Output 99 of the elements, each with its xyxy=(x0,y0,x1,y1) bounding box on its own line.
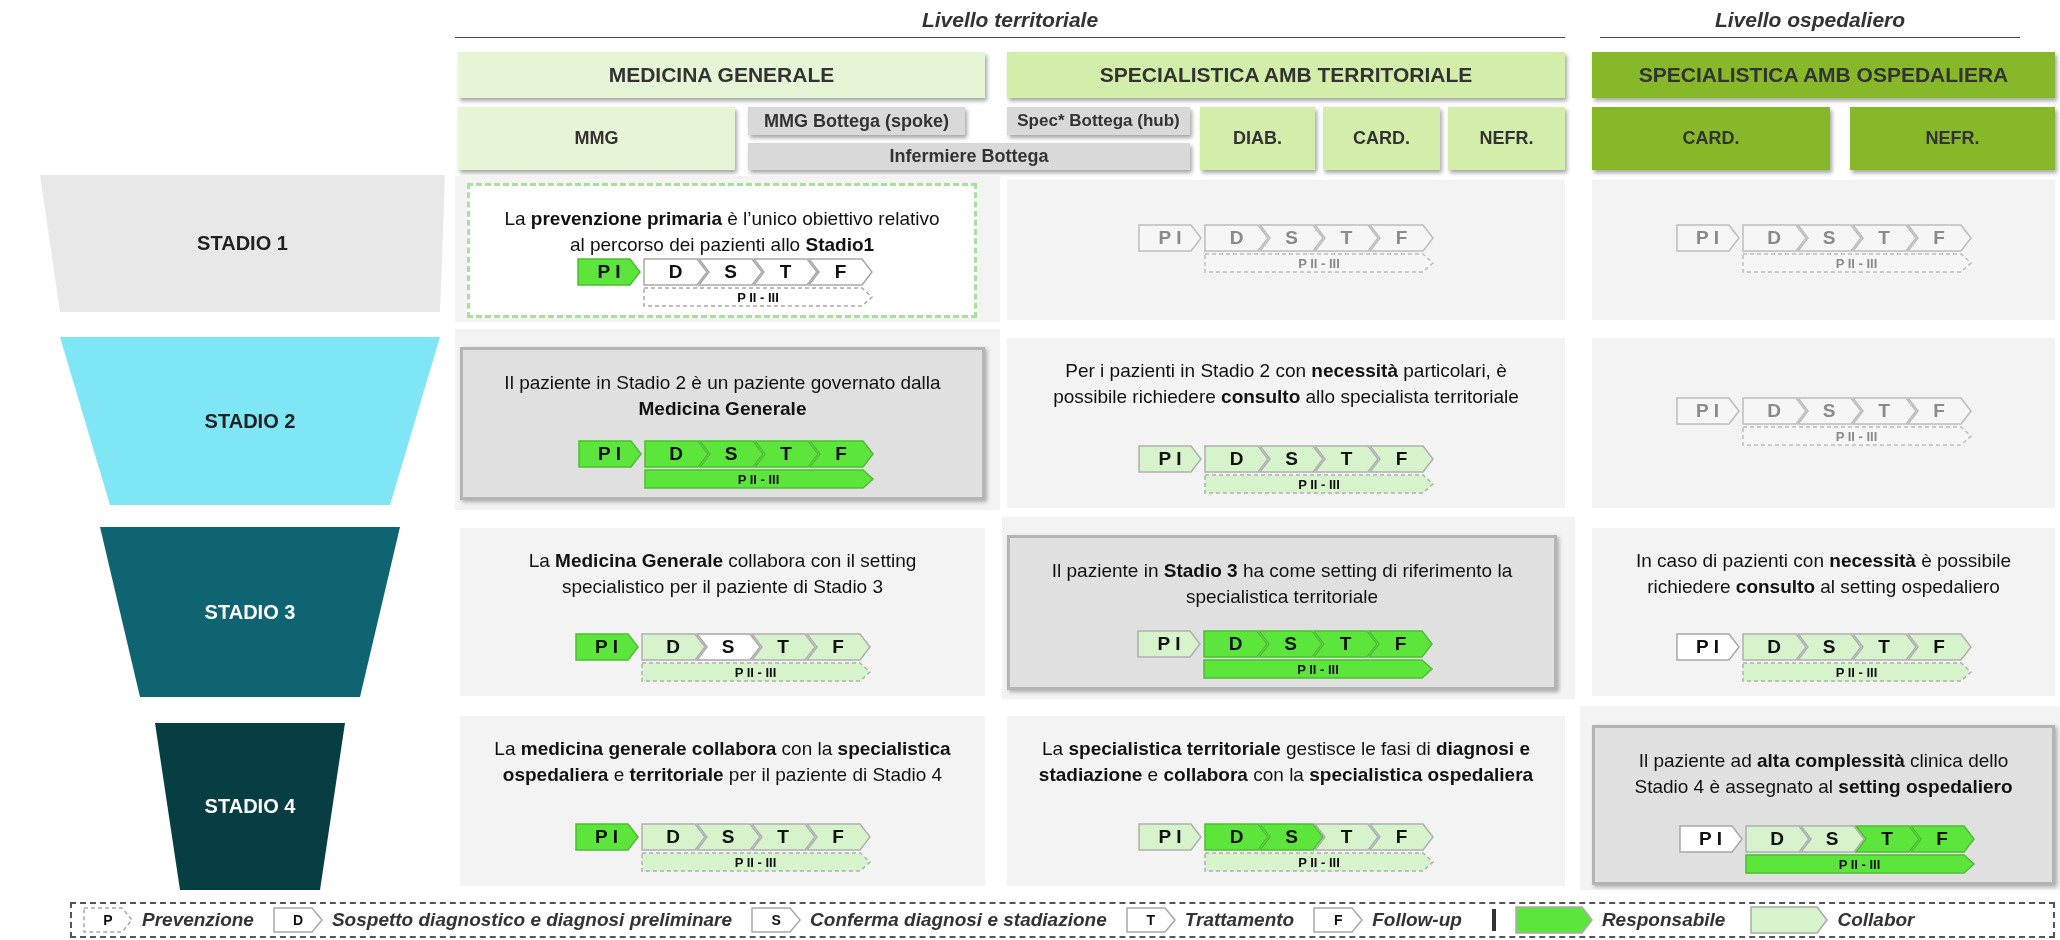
chevron-step: F xyxy=(809,259,872,285)
column-header: SPECIALISTICA AMB OSPEDALIERA xyxy=(1592,52,2055,98)
chevron-step: T xyxy=(1126,908,1175,932)
column-header: NEFR. xyxy=(1448,107,1565,170)
chevron-step: P I xyxy=(1139,446,1201,472)
cell-text: La prevenzione primaria è l’unico obiettivo relativo al percorso dei pazienti allo Stadio1 xyxy=(503,207,941,257)
chevron-step: P I xyxy=(578,259,640,285)
chevron-step: P I xyxy=(1676,634,1739,660)
legend-text: Collabor xyxy=(1837,909,1915,931)
chevron-step: D xyxy=(1205,446,1268,472)
chevron-step: F xyxy=(1314,908,1363,932)
stage-trapezoid: STADIO 2 xyxy=(60,337,440,505)
section-heading: Livello ospedaliero xyxy=(1714,8,1906,32)
cell-text: Per i pazienti in Stadio 2 con necessità particolari, è possibile richiedere consulto allo specialista territoriale xyxy=(1052,359,1520,409)
chevron-step: P I xyxy=(1679,826,1742,852)
chevron-step: P II - III xyxy=(641,663,870,681)
chevron-step: P II - III xyxy=(1745,855,1974,873)
column-header: CARD. xyxy=(1592,107,1830,170)
cell-text: Il paziente in Stadio 2 è un paziente governato dalla Medicina Generale xyxy=(503,371,942,421)
cell-panel xyxy=(1592,338,2055,508)
chevron-step: P I xyxy=(1139,824,1201,850)
cell-panel xyxy=(1592,528,2055,696)
cell-text: La medicina generale collabora con la specialistica ospedaliera e territoriale per il paziente di Stadio 4 xyxy=(493,737,952,787)
column-header: CARD. xyxy=(1323,107,1440,170)
column-header: DIAB. xyxy=(1200,107,1315,170)
cell-panel xyxy=(1007,338,1565,508)
cell-panel xyxy=(460,528,985,696)
chevron-step: P I xyxy=(578,441,641,467)
chevron-step: P II - III xyxy=(1205,254,1433,272)
cell-panel xyxy=(467,183,977,318)
chevron-step: F xyxy=(1370,225,1433,251)
chevron-step: P I xyxy=(1139,225,1201,251)
chevron-step: P I xyxy=(1676,225,1739,251)
cell-panel xyxy=(1007,180,1565,320)
chevron-step: P II - III xyxy=(644,470,873,488)
cell-text: La Medicina Generale collabora con il setting specialistico per il paziente di Stadio 3 xyxy=(527,549,918,599)
chevron-step: F xyxy=(1907,225,1971,251)
column-header: MEDICINA GENERALE xyxy=(458,52,985,98)
stage-trapezoid: STADIO 3 xyxy=(100,527,400,697)
chevron-step: F xyxy=(1907,398,1971,424)
stage-trapezoid: STADIO 1 xyxy=(40,175,445,312)
chevron-step: P II - III xyxy=(641,853,870,871)
chevron-step: S xyxy=(752,908,801,932)
chevron-step: D xyxy=(1745,826,1809,852)
chevron-step: P II - III xyxy=(1205,853,1433,871)
legend-text: Trattamento xyxy=(1184,909,1295,931)
cell-text: In caso di pazienti con necessità è possibile richiedere consulto al setting ospedaliero xyxy=(1635,549,2012,599)
column-header: MMG xyxy=(458,107,735,170)
column-header: Spec* Bottega (hub) xyxy=(1007,107,1190,135)
cell-panel xyxy=(460,347,985,500)
chevron-step: F xyxy=(1907,634,1971,660)
section-heading: Livello territoriale xyxy=(921,8,1099,32)
chevron-step: P II - III xyxy=(1204,660,1432,678)
legend-text: Conferma diagnosi e stadiazione xyxy=(810,909,1107,931)
chevron-step: D xyxy=(644,441,708,467)
chevron-step: P I xyxy=(1676,398,1739,424)
cell-text: La specialistica territoriale gestisce le fasi di diagnosi e stadiazione e collabora con la specialistica ospedaliera xyxy=(1037,737,1535,787)
chevron-step: D xyxy=(1742,634,1806,660)
chevron-step: F xyxy=(1369,631,1432,657)
stage-trapezoid: STADIO 4 xyxy=(155,723,345,890)
cell-panel xyxy=(460,716,985,886)
column-header: Infermiere Bottega xyxy=(748,143,1190,170)
chevron-step: D xyxy=(1204,631,1267,657)
chevron-step: F xyxy=(1370,824,1433,850)
chevron-step: P II - III xyxy=(1742,254,1971,272)
chevron-step: P II - III xyxy=(1742,663,1971,681)
chevron-step: F xyxy=(809,441,873,467)
chevron-step: P II - III xyxy=(1205,475,1433,493)
chevron-step: D xyxy=(1205,824,1268,850)
legend-text: Prevenzione xyxy=(142,909,254,931)
chevron-step: F xyxy=(806,634,870,660)
cell-panel xyxy=(1007,535,1557,690)
chevron-step: D xyxy=(1205,225,1268,251)
column-header: MMG Bottega (spoke) xyxy=(748,107,965,135)
chevron-step: D xyxy=(641,824,705,850)
cell-panel xyxy=(1007,716,1565,886)
chevron-step: P II - III xyxy=(644,288,872,306)
legend-text: Responsabile xyxy=(1601,909,1726,931)
chevron-step: P xyxy=(84,908,132,932)
cell-text: Il paziente in Stadio 3 ha come setting di riferimento la specialistica territoriale xyxy=(1050,559,1514,609)
legend-text: Sospetto diagnostico e diagnosi preliminare xyxy=(331,909,733,931)
cell-panel xyxy=(1592,725,2055,885)
chevron-step: P I xyxy=(575,634,638,660)
cell-text: Il paziente ad alta complessità clinica dello Stadio 4 è assegnato al setting ospedaliero xyxy=(1633,749,2014,799)
legend-text: Follow-up xyxy=(1372,909,1462,931)
chevron-step: D xyxy=(1742,225,1806,251)
chevron-step: D xyxy=(1742,398,1806,424)
column-header: SPECIALISTICA AMB TERRITORIALE xyxy=(1007,52,1565,98)
chevron-step: P II - III xyxy=(1742,427,1971,445)
chevron-step: F xyxy=(806,824,870,850)
chevron-step: F xyxy=(1910,826,1974,852)
chevron-step: F xyxy=(1370,446,1433,472)
cell-panel xyxy=(1592,180,2055,320)
chevron-step: P I xyxy=(1138,631,1200,657)
chevron-step: P I xyxy=(575,824,638,850)
chevron-step: D xyxy=(641,634,705,660)
column-header: NEFR. xyxy=(1850,107,2055,170)
chevron-step: D xyxy=(273,908,322,932)
chevron-step: D xyxy=(644,259,707,285)
